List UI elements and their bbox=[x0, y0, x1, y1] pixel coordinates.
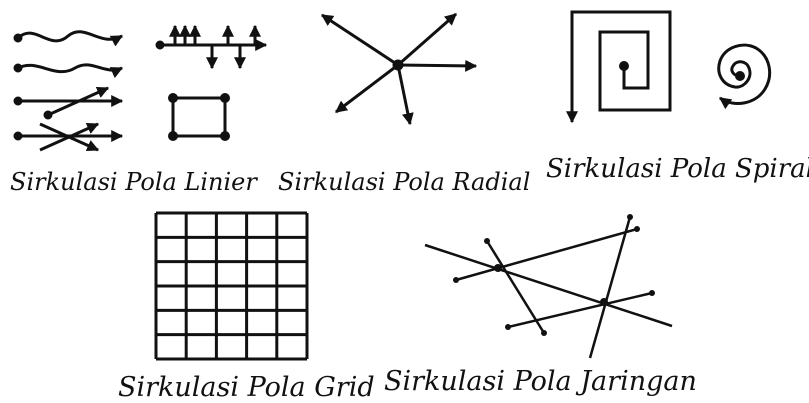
radial-center bbox=[392, 59, 404, 71]
wavy-path-1 bbox=[16, 30, 124, 47]
caption-network-pattern: Sirkulasi Pola Jaringan bbox=[384, 366, 697, 397]
network-line-5 bbox=[507, 291, 653, 329]
network-junction bbox=[600, 298, 608, 306]
network-pattern-drawing bbox=[424, 214, 673, 359]
network-node bbox=[627, 214, 633, 220]
network-line-1 bbox=[424, 243, 673, 328]
square-spiral-path bbox=[566, 10, 672, 124]
round-spiral-path bbox=[717, 43, 772, 110]
caption-spiral-pattern: Sirkulasi Pola Spiral bbox=[546, 154, 809, 184]
network-junction bbox=[494, 264, 502, 272]
wavy-path-2 bbox=[17, 63, 124, 79]
linear-pattern-drawing bbox=[13, 24, 268, 152]
network-node bbox=[505, 324, 511, 330]
loop-path bbox=[171, 96, 227, 138]
network-node bbox=[634, 226, 640, 232]
network-node bbox=[484, 238, 490, 244]
network-line-3 bbox=[485, 240, 546, 334]
network-line-4 bbox=[588, 216, 632, 359]
caption-linear-pattern: Sirkulasi Pola Linier bbox=[10, 168, 257, 196]
grid-pattern-drawing bbox=[154, 211, 309, 361]
radial-pattern-drawing bbox=[320, 12, 478, 126]
cross-path-2 bbox=[39, 122, 100, 152]
caption-radial-pattern: Sirkulasi Pola Radial bbox=[278, 168, 531, 196]
network-node bbox=[541, 330, 547, 336]
diagonal-path bbox=[47, 86, 110, 117]
caption-grid-pattern: Sirkulasi Pola Grid bbox=[118, 372, 375, 403]
spiral-pattern-drawing bbox=[566, 10, 772, 124]
network-node bbox=[649, 290, 655, 296]
network-line-2 bbox=[455, 227, 638, 282]
network-node bbox=[453, 277, 459, 283]
